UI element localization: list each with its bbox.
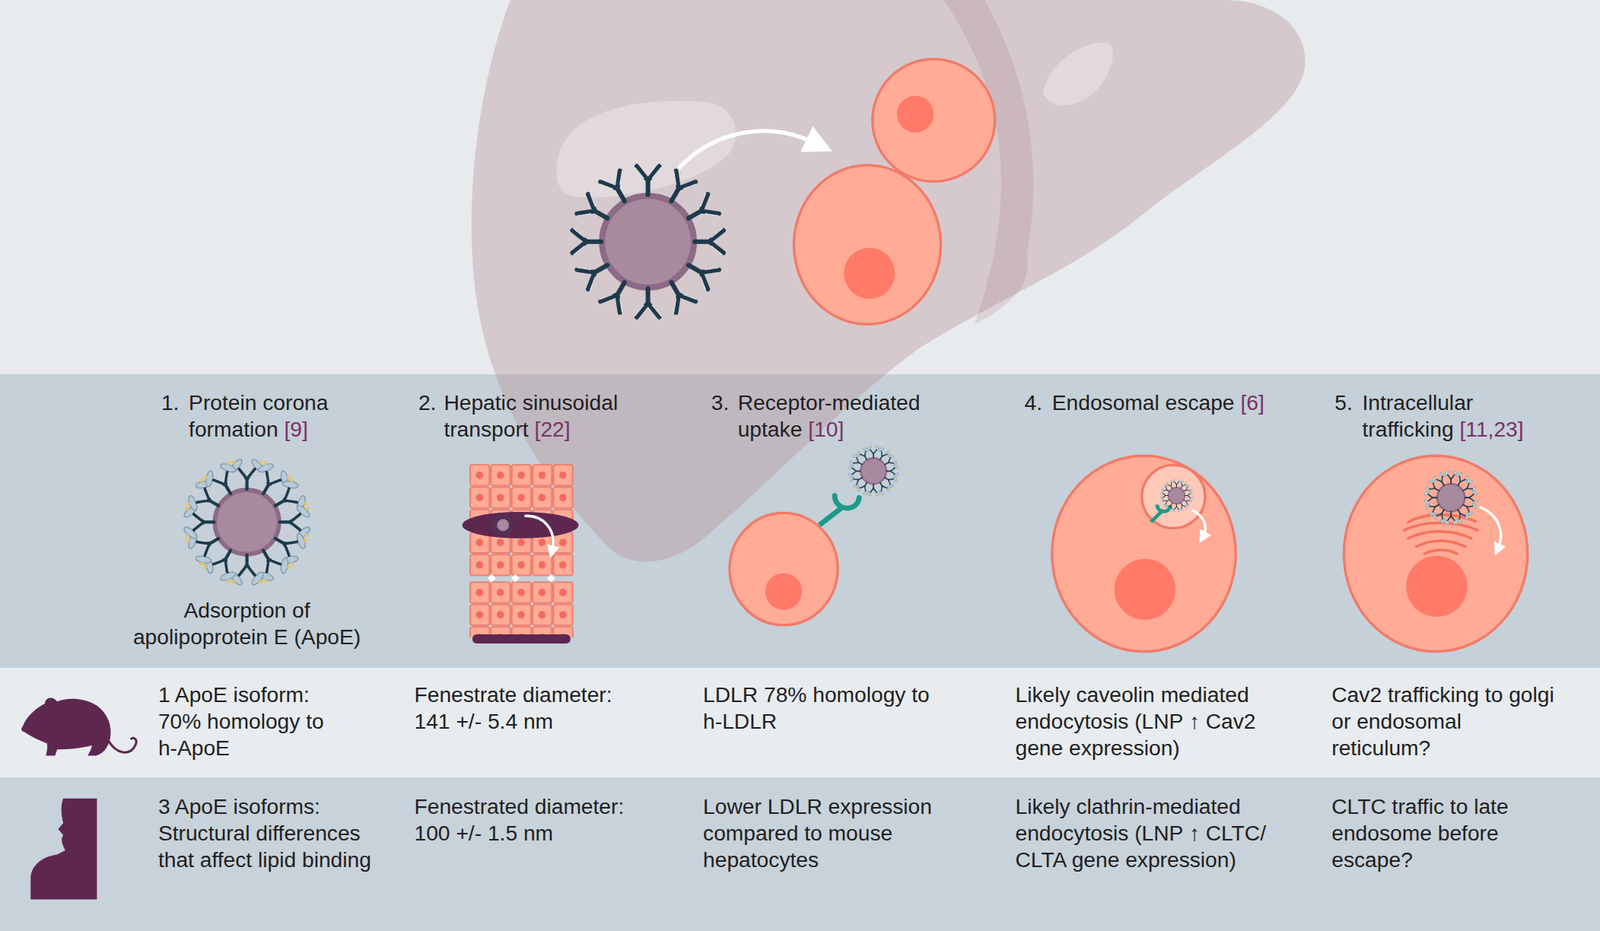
step-number: 4. xyxy=(1024,390,1044,415)
text-block: 3 ApoE isoforms: Structural differences … xyxy=(158,793,378,874)
human-note: 3 ApoE isoforms: Structural differences … xyxy=(158,794,372,872)
reference-citation: [9] xyxy=(284,416,309,442)
mouse-note: Cav2 trafficking to golgi or endosomal r… xyxy=(1331,682,1554,761)
human-note: Lower LDLR expression compared to mouse … xyxy=(702,794,933,872)
step-number: 2. xyxy=(418,390,437,415)
text-block: Lower LDLR expression compared to mouse … xyxy=(702,793,948,874)
human-row-band: 3 ApoE isoforms: Structural differences … xyxy=(0,777,1600,931)
step-heading: Intracellular trafficking xyxy=(1362,390,1474,442)
human-note: CLTC traffic to late endosome before esc… xyxy=(1331,794,1508,872)
text-block: Endosomal escape[6] xyxy=(1052,389,1318,417)
step-number: 3. xyxy=(711,390,730,415)
text-block: 2. xyxy=(418,389,446,417)
mouse-note: Likely caveolin mediated endocytosis (LN… xyxy=(1014,682,1256,761)
step-number: 5. xyxy=(1334,390,1353,415)
text-block: 1. xyxy=(161,389,189,417)
mouse-row-band: 1 ApoE isoform: 70% homology to h-ApoE Fe… xyxy=(0,667,1600,778)
step-caption: Adsorption of apolipoprotein E (ApoE) xyxy=(133,598,361,649)
step-number: 1. xyxy=(161,390,180,415)
human-note: Fenestrated diameter: 100 +/- 1.5 nm xyxy=(414,794,625,846)
text-block: Hepatic sinusoidal transport[22] xyxy=(443,389,648,443)
text-block: Receptor-mediated uptake[10] xyxy=(737,389,948,443)
text-block: 1 ApoE isoform: 70% homology to h-ApoE xyxy=(158,681,344,762)
reference-citation: [22] xyxy=(534,416,571,442)
lipid-nanoparticle xyxy=(572,166,723,318)
text-block: Intracellular trafficking[11,23] xyxy=(1362,389,1542,443)
text-block: Fenestrate diameter: 141 +/- 5.4 nm xyxy=(414,681,634,735)
text-block: 5. xyxy=(1334,389,1362,417)
step-heading: Endosomal escape xyxy=(1052,390,1235,415)
text-block: CLTC traffic to late endosome before esc… xyxy=(1331,793,1566,874)
text-block: Likely clathrin-mediated endocytosis (LN… xyxy=(1014,793,1286,874)
text-block: 4. xyxy=(1024,389,1053,417)
reference-citation: [10] xyxy=(807,416,844,442)
step-band: 1. Protein corona formation[9] Adsorption … xyxy=(0,374,1600,668)
text-block: Fenestrated diameter: 100 +/- 1.5 nm xyxy=(414,793,645,847)
text-block: LDLR 78% homology to h-LDLR xyxy=(702,681,943,735)
text-block: Likely caveolin mediated endocytosis (LN… xyxy=(1014,681,1286,762)
step-heading: Hepatic sinusoidal transport xyxy=(443,390,618,442)
mouse-note: Fenestrate diameter: 141 +/- 5.4 nm xyxy=(414,682,613,734)
uptake-arrow xyxy=(678,130,815,169)
human-note: Likely clathrin-mediated endocytosis (LN… xyxy=(1014,794,1267,872)
hepatocyte-cells xyxy=(793,59,995,325)
mouse-note: 1 ApoE isoform: 70% homology to h-ApoE xyxy=(158,682,325,761)
reference-citation: [11,23] xyxy=(1460,416,1524,442)
mouse-note: LDLR 78% homology to h-LDLR xyxy=(702,682,930,734)
reference-citation: [6] xyxy=(1240,390,1264,415)
text-block: Protein corona formation[9] xyxy=(188,389,373,443)
text-block: 3. xyxy=(711,389,739,417)
text-block: Adsorption of apolipoprotein E (ApoE) xyxy=(124,597,370,651)
text-block: Cav2 trafficking to golgi or endosomal r… xyxy=(1331,681,1560,762)
